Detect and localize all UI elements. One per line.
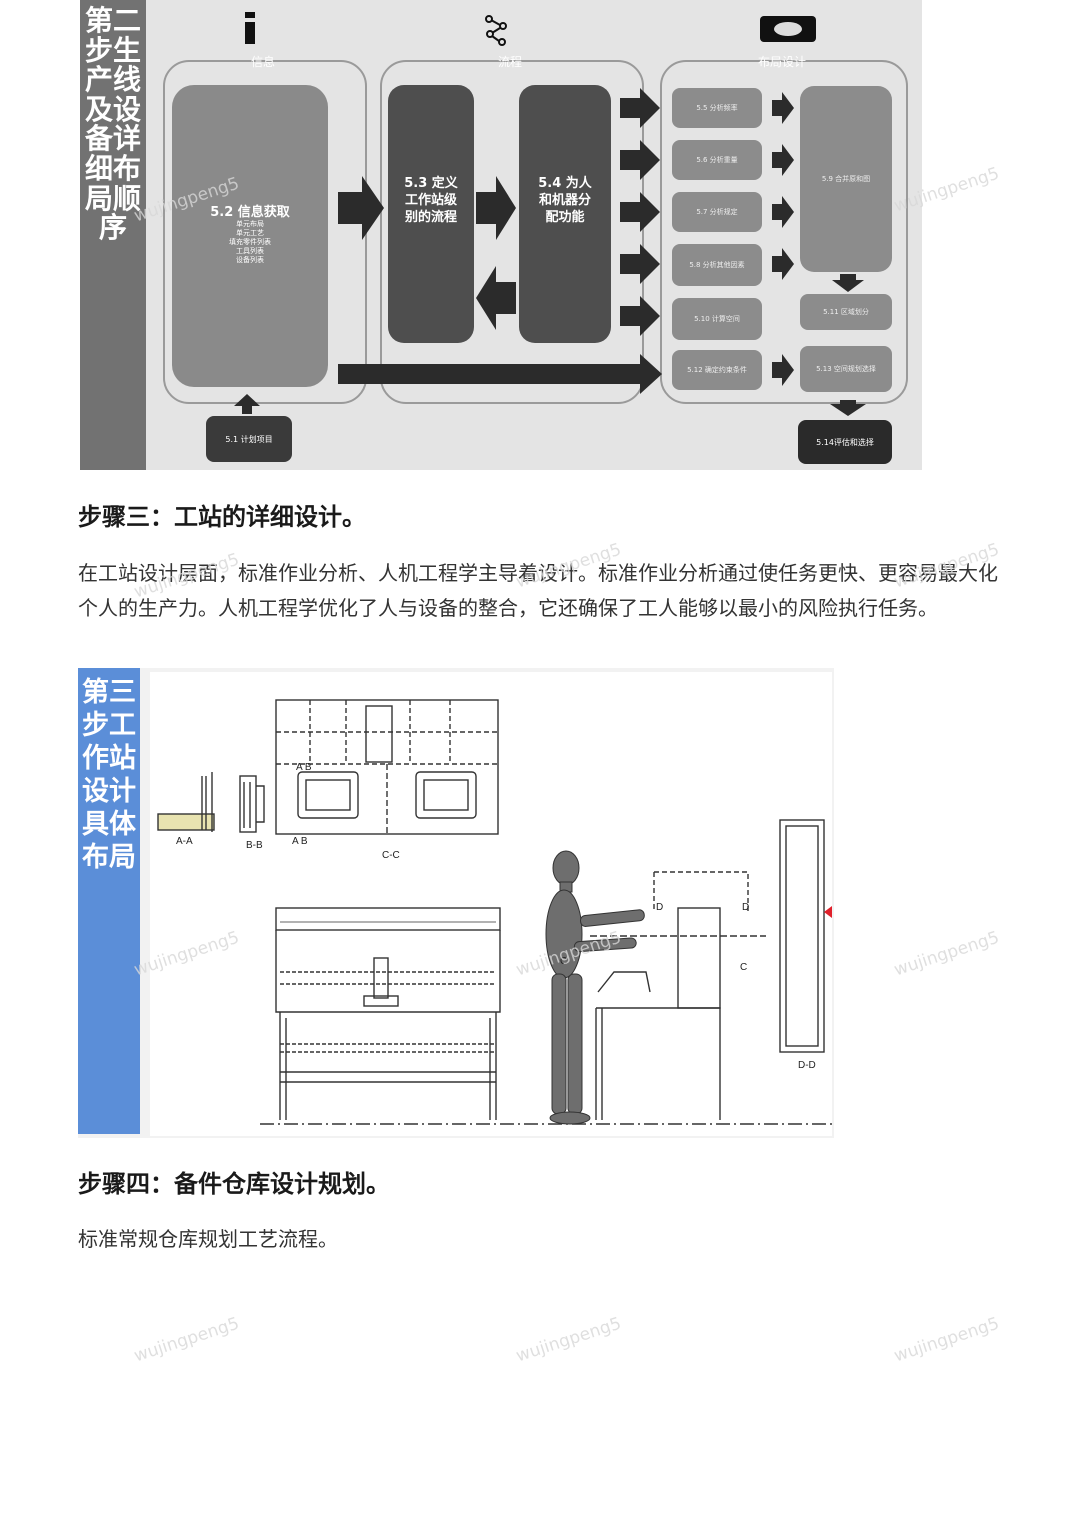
label-ab-top: A B — [296, 762, 312, 773]
side-title: 第二步生产线及设备详细布局顺序 — [84, 4, 141, 245]
figure-workstation-layout: 第三步工作站设计具体布局 — [78, 668, 834, 1138]
step4-heading: 步骤四：备件仓库设计规划。 — [78, 1170, 390, 1198]
box-5-14-text: 5.14评估和选择 — [816, 437, 874, 447]
box-5-11: 5.11 区域划分 — [800, 294, 892, 330]
box-5-2-item: 设备列表 — [236, 256, 264, 264]
label-d-left: D — [656, 902, 663, 913]
info-icon — [245, 12, 255, 44]
label-d-right: D — [742, 902, 749, 913]
box-5-10: 5.10 计算空间 — [672, 298, 762, 340]
box-5-3-text: 5.3 定义工作站级别的流程 — [404, 176, 458, 225]
box-5-6: 5.6 分析重量 — [672, 140, 762, 180]
watermark: wujingpeng5 — [131, 1313, 242, 1367]
label-cc: C-C — [382, 850, 400, 861]
box-5-2-item: 工具列表 — [236, 247, 264, 255]
workstation-drawing: A-A B-B C-C A B A B D-D C C D D — [150, 672, 832, 1136]
box-5-7: 5.7 分析规定 — [672, 192, 762, 232]
step3-heading: 步骤三：工站的详细设计。 — [78, 503, 366, 531]
layout-icon — [760, 16, 816, 42]
label-bb: B-B — [246, 840, 263, 851]
watermark: wujingpeng5 — [891, 927, 1002, 981]
arrows-layer — [234, 88, 866, 416]
label-ab-bottom: A B — [292, 836, 308, 847]
box-5-2-item: 填充零件列表 — [229, 238, 271, 246]
watermark: wujingpeng5 — [891, 1313, 1002, 1367]
flow-icon — [485, 15, 507, 46]
box-5-2-item: 单元布局 — [236, 220, 264, 228]
box-5-14-evaluate: 5.14评估和选择 — [798, 420, 892, 464]
layout-panel-title: 布局设计 — [757, 55, 806, 69]
workstation-svg: A-A B-B C-C A B A B D-D C C D D — [157, 699, 832, 1125]
label-aa: A-A — [176, 836, 193, 847]
figure-production-line-layout: 第二步生产线及设备详细布局顺序 信息 流程 布局设计 5.2 信息获取 单元布局… — [80, 0, 922, 470]
box-5-4-assign-functions: 5.4 为人和机器分配功能 — [519, 85, 611, 343]
box-5-1-text: 5.1 计划项目 — [225, 434, 273, 444]
side-title-bar — [80, 0, 146, 470]
flow-panel — [380, 60, 644, 404]
watermark: wujingpeng5 — [513, 1313, 624, 1367]
layout-panel — [660, 60, 908, 404]
box-5-9: 5.9 合并原和图 — [800, 86, 892, 272]
box-5-8: 5.8 分析其他因素 — [672, 244, 762, 286]
box-5-2-item: 单元工艺 — [236, 229, 264, 237]
box-5-4-text: 5.4 为人和机器分配功能 — [538, 176, 592, 225]
box-5-5: 5.5 分析频率 — [672, 88, 762, 128]
side-title-bar — [78, 668, 140, 1134]
label-c-left: C — [560, 956, 567, 967]
flow-panel-title: 流程 — [497, 55, 522, 69]
box-5-2-info-acquire: 5.2 信息获取 单元布局 单元工艺 填充零件列表 工具列表 设备列表 — [172, 85, 328, 387]
label-c-right: C — [740, 962, 747, 973]
step3-paragraph: 在工站设计层面，标准作业分析、人机工程学主导着设计。标准作业分析通过使任务更快、… — [78, 561, 998, 620]
label-dd: D-D — [798, 1060, 816, 1071]
box-5-1-plan-project: 5.1 计划项目 — [206, 416, 292, 462]
box-5-13: 5.13 空间规划选择 — [800, 346, 892, 392]
box-5-2-title: 5.2 信息获取 — [210, 205, 290, 220]
box-5-3-define-flow: 5.3 定义工作站级别的流程 — [388, 85, 474, 343]
info-panel-title: 信息 — [250, 55, 275, 69]
step4-paragraph: 标准常规仓库规划工艺流程。 — [78, 1227, 338, 1251]
box-5-12: 5.12 确定约束条件 — [672, 350, 762, 390]
side-title: 第三步工作站设计具体布局 — [82, 677, 136, 873]
